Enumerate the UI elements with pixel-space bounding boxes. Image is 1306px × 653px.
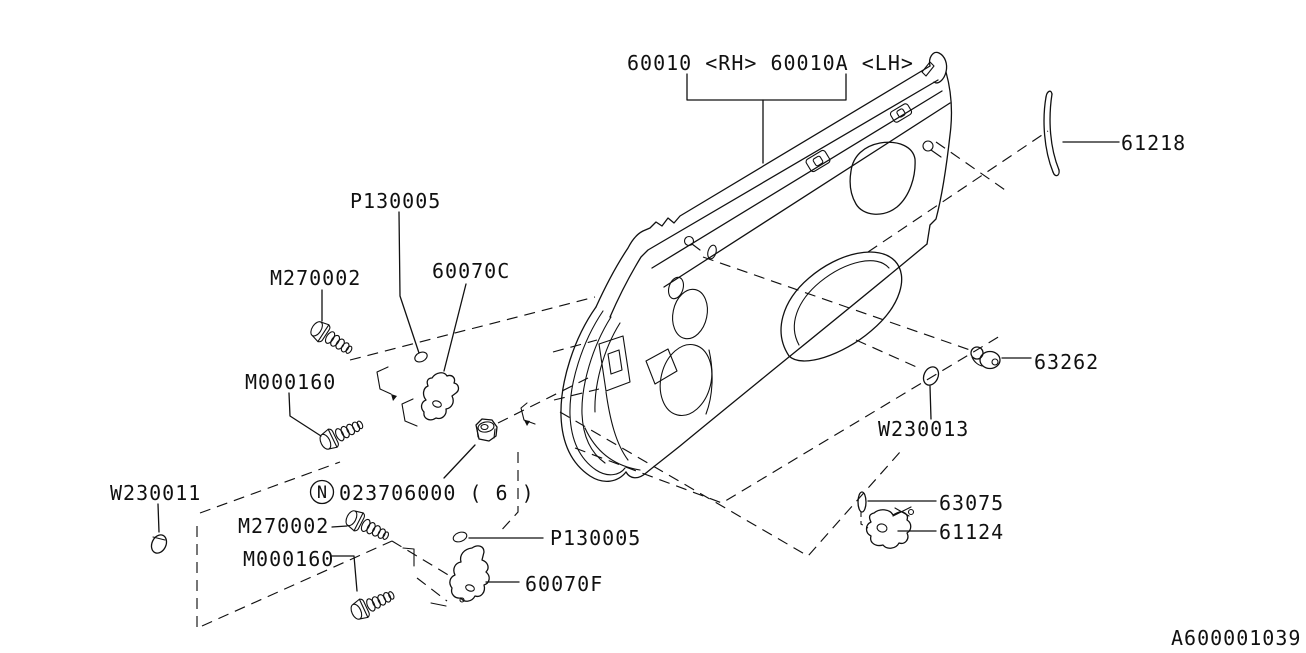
check-pin-drawing [857,491,867,513]
label-m270002-upper: M270002 [270,266,361,290]
lower-flange-bolt-drawing [342,506,393,547]
door-check-drawing [865,506,915,549]
upper-hinge-drawing [420,372,460,421]
hinge-nut-drawing [475,418,498,442]
label-m270002-lower: M270002 [238,514,329,538]
upper-flange-bolt-drawing [306,317,357,360]
label-61218: 61218 [1121,131,1186,155]
label-p130005-upper: P130005 [350,189,441,213]
label-w230013: W230013 [878,417,969,441]
rear-plug-drawing [922,366,940,386]
upper-clip-drawing [414,351,428,363]
upper-hinge-bolt-drawing [316,414,368,454]
part-labels: 60010 <RH> 60010A <LH> 61218 P130005 600… [110,51,1301,650]
bumper-grommet-drawing [970,346,1001,370]
nut-quantity-circle [309,479,335,505]
label-nut-symbol: N [317,483,327,503]
leader-lines [157,73,1120,592]
label-m000160-lower: M000160 [243,547,334,571]
label-60070c: 60070C [432,259,510,283]
label-023706000: 023706000 ( 6 ) [339,481,535,505]
label-drawing-number: A600001039 [1171,626,1301,650]
label-p130005-lower: P130005 [550,526,641,550]
label-assembly-title: 60010 <RH> 60010A <LH> [627,51,914,75]
lower-clip-drawing [452,531,468,543]
label-m000160-upper: M000160 [245,370,336,394]
lower-hinge-drawing [449,545,490,603]
label-60070f: 60070F [525,572,603,596]
sash-strip-61218-drawing [1043,90,1060,177]
reference-bracket-marks [376,366,536,607]
label-w230011: W230011 [110,481,201,505]
lower-hinge-bolt-drawing [347,584,399,624]
dashed-reference-lines [196,130,1049,627]
front-plug-drawing [150,534,168,554]
label-63075: 63075 [939,491,1004,515]
front-door-panel-drawing [560,51,953,482]
label-63262: 63262 [1034,350,1099,374]
label-61124: 61124 [939,520,1004,544]
